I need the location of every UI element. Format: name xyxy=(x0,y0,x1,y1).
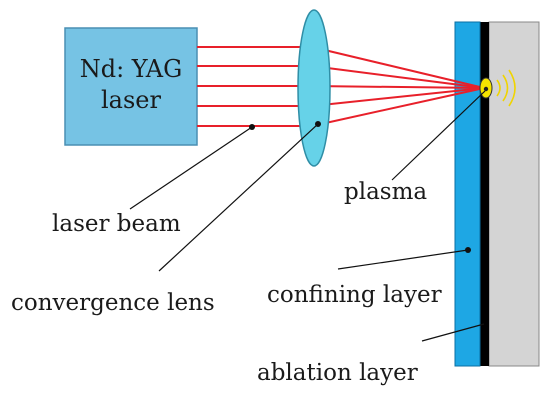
plasma-core xyxy=(483,86,489,92)
label-confining-layer: confining layer xyxy=(267,282,442,308)
beam-converge-3 xyxy=(311,85,485,89)
beam-converge-4 xyxy=(311,87,485,107)
laser-box xyxy=(64,27,198,146)
leader-laser-beam xyxy=(129,126,253,210)
leader-plasma xyxy=(391,90,486,181)
label-leader-lines xyxy=(129,90,486,342)
confining-layer-band xyxy=(454,21,481,367)
leader-confining-layer xyxy=(337,249,469,270)
label-plasma: plasma xyxy=(344,179,427,205)
target-plate xyxy=(488,21,540,367)
laser-box-title: Nd: YAG xyxy=(80,55,183,83)
dot-confining-layer xyxy=(465,247,471,253)
dot-laser-beam xyxy=(249,124,255,130)
dot-convergence-lens xyxy=(315,121,321,127)
beam-converge-2 xyxy=(311,65,485,89)
leader-convergence-lens xyxy=(158,123,319,272)
label-ablation-layer: ablation layer xyxy=(257,360,418,386)
ablation-layer-band xyxy=(480,22,489,366)
convergence-lens xyxy=(297,9,331,167)
parallel-laser-beams xyxy=(197,46,312,127)
label-convergence-lens: convergence lens xyxy=(11,290,215,316)
beam-converge-1 xyxy=(311,46,485,89)
leader-endpoint-dots xyxy=(249,121,471,253)
beam-converge-5 xyxy=(311,87,485,127)
leader-ablation-layer xyxy=(421,323,485,342)
laser-box-subtitle: laser xyxy=(101,86,162,114)
label-laser-beam: laser beam xyxy=(52,211,181,237)
sound-wave-arcs-icon xyxy=(496,69,516,107)
converging-laser-beams xyxy=(311,46,485,127)
